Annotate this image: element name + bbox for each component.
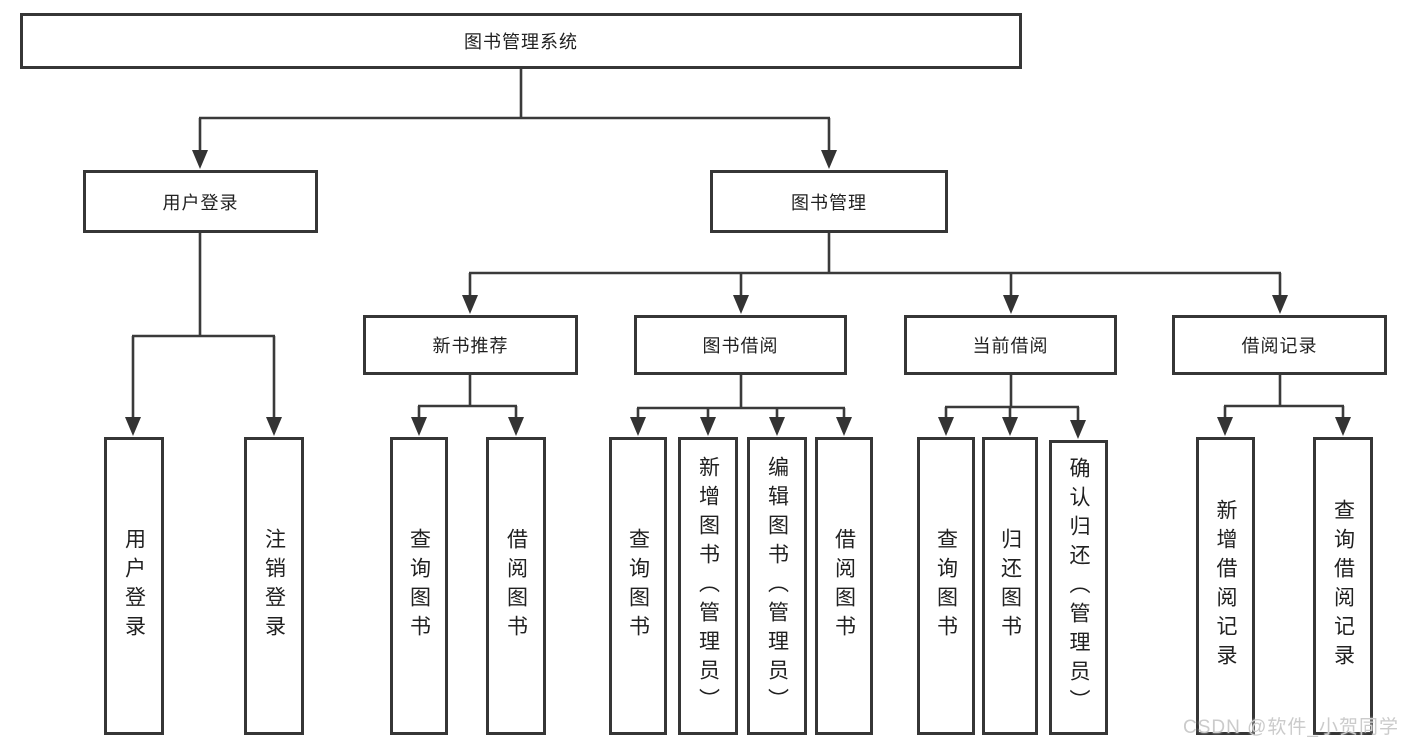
leaf-nbr-borrow-books: 借阅图书 — [486, 437, 546, 735]
node-current-borrow-label: 当前借阅 — [972, 336, 1049, 356]
node-new-book-recommend: 新书推荐 — [363, 315, 578, 375]
leaf-nbr-borrow-books-label: 借阅图书 — [504, 528, 528, 644]
leaf-cb-return-books-label: 归还图书 — [998, 528, 1022, 644]
csdn-watermark: CSDN @软件_小贺同学 — [1183, 717, 1399, 738]
node-book-borrow-label: 图书借阅 — [702, 336, 779, 356]
node-root-label: 图书管理系统 — [464, 32, 578, 52]
leaf-logout-label: 注销登录 — [262, 528, 286, 644]
node-user-login: 用户登录 — [83, 170, 318, 233]
leaf-br-query-record-label: 查询借阅记录 — [1331, 499, 1355, 673]
leaf-user-login: 用户登录 — [104, 437, 164, 735]
node-borrow-record: 借阅记录 — [1172, 315, 1387, 375]
leaf-logout: 注销登录 — [244, 437, 304, 735]
leaf-cb-confirm-return-admin-label: 确认归还（管理员） — [1067, 457, 1090, 718]
leaf-cb-query-books-label: 查询图书 — [934, 528, 958, 644]
node-current-borrow: 当前借阅 — [904, 315, 1117, 375]
leaf-bb-edit-books-admin-label: 编辑图书（管理员） — [765, 455, 789, 717]
leaf-bb-add-books-admin-label: 新增图书（管理员） — [696, 455, 720, 717]
leaf-br-add-record: 新增借阅记录 — [1196, 437, 1255, 735]
leaf-cb-confirm-return-admin: 确认归还（管理员） — [1049, 440, 1108, 735]
node-book-management-label: 图书管理 — [791, 192, 867, 213]
leaf-bb-query-books-label: 查询图书 — [626, 528, 650, 644]
leaf-nbr-query-books: 查询图书 — [390, 437, 448, 735]
leaf-br-query-record: 查询借阅记录 — [1313, 437, 1373, 735]
leaf-bb-borrow-books: 借阅图书 — [815, 437, 873, 735]
leaf-cb-return-books: 归还图书 — [982, 437, 1038, 735]
leaf-br-add-record-label: 新增借阅记录 — [1214, 499, 1237, 673]
leaf-nbr-query-books-label: 查询图书 — [407, 528, 431, 644]
leaf-bb-query-books: 查询图书 — [609, 437, 667, 735]
node-book-borrow: 图书借阅 — [634, 315, 847, 375]
node-book-management: 图书管理 — [710, 170, 948, 233]
leaf-cb-query-books: 查询图书 — [917, 437, 975, 735]
node-root: 图书管理系统 — [20, 13, 1022, 69]
leaf-bb-edit-books-admin: 编辑图书（管理员） — [747, 437, 807, 735]
node-user-login-label: 用户登录 — [162, 192, 239, 213]
leaf-user-login-label: 用户登录 — [122, 528, 146, 644]
node-new-book-recommend-label: 新书推荐 — [432, 336, 509, 356]
leaf-bb-add-books-admin: 新增图书（管理员） — [678, 437, 738, 735]
node-borrow-record-label: 借阅记录 — [1241, 336, 1318, 356]
leaf-bb-borrow-books-label: 借阅图书 — [832, 528, 856, 644]
